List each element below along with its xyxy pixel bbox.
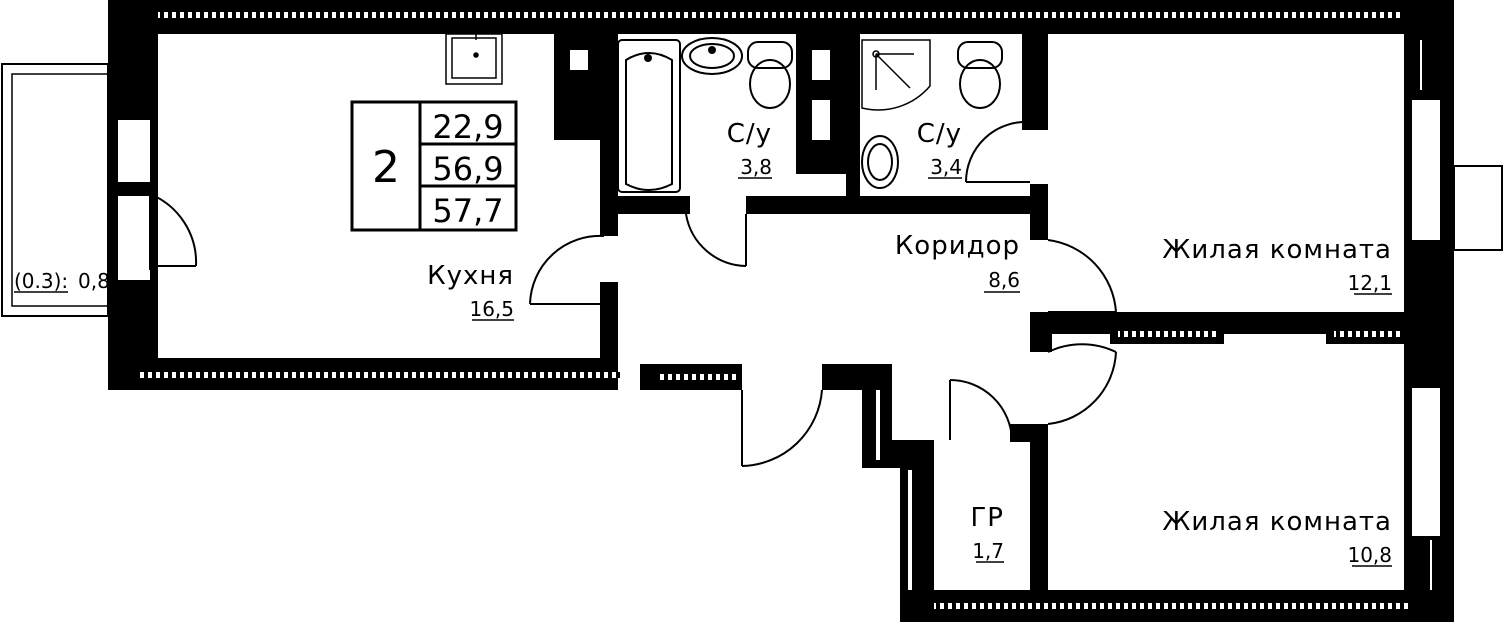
toilet-icon bbox=[957, 41, 1003, 109]
room-name-storage: ГР bbox=[970, 503, 1004, 533]
summary-rooms: 2 bbox=[372, 142, 400, 193]
sink-icon bbox=[445, 33, 503, 85]
summary-living-area: 22,9 bbox=[432, 108, 503, 146]
doors bbox=[149, 120, 1117, 467]
room-name-living2: Жилая комната bbox=[1162, 507, 1392, 537]
interior-walls bbox=[554, 34, 1412, 592]
room-area-bath2: 3,4 bbox=[930, 155, 962, 179]
room-name-kitchen: Кухня bbox=[427, 261, 514, 291]
room-area-kitchen: 16,5 bbox=[469, 297, 514, 321]
bathtub-icon bbox=[617, 39, 681, 193]
room-area-living1: 12,1 bbox=[1347, 271, 1392, 295]
summary-total-area: 56,9 bbox=[432, 150, 503, 188]
room-name-bath2: С/у bbox=[917, 119, 962, 149]
room-name-corridor: Коридор bbox=[895, 231, 1020, 261]
room-area-storage: 1,7 bbox=[972, 539, 1004, 563]
room-area-corridor: 8,6 bbox=[988, 268, 1020, 292]
bay-window bbox=[1453, 165, 1503, 251]
balcony-coefficient: (0.3): bbox=[14, 269, 68, 293]
shower-icon bbox=[861, 39, 931, 111]
room-area-living2: 10,8 bbox=[1347, 543, 1392, 567]
outer-walls bbox=[108, 0, 1454, 622]
toilet-icon bbox=[747, 41, 793, 109]
washbasin-icon bbox=[861, 135, 899, 189]
balcony-area: 0,8 bbox=[78, 269, 110, 293]
washbasin-icon bbox=[681, 37, 743, 75]
room-name-bath1: С/у bbox=[727, 119, 772, 149]
summary-total-with-balcony: 57,7 bbox=[432, 192, 503, 230]
summary-box bbox=[350, 100, 518, 232]
room-area-bath1: 3,8 bbox=[740, 155, 772, 179]
room-name-living1: Жилая комната bbox=[1162, 235, 1392, 265]
